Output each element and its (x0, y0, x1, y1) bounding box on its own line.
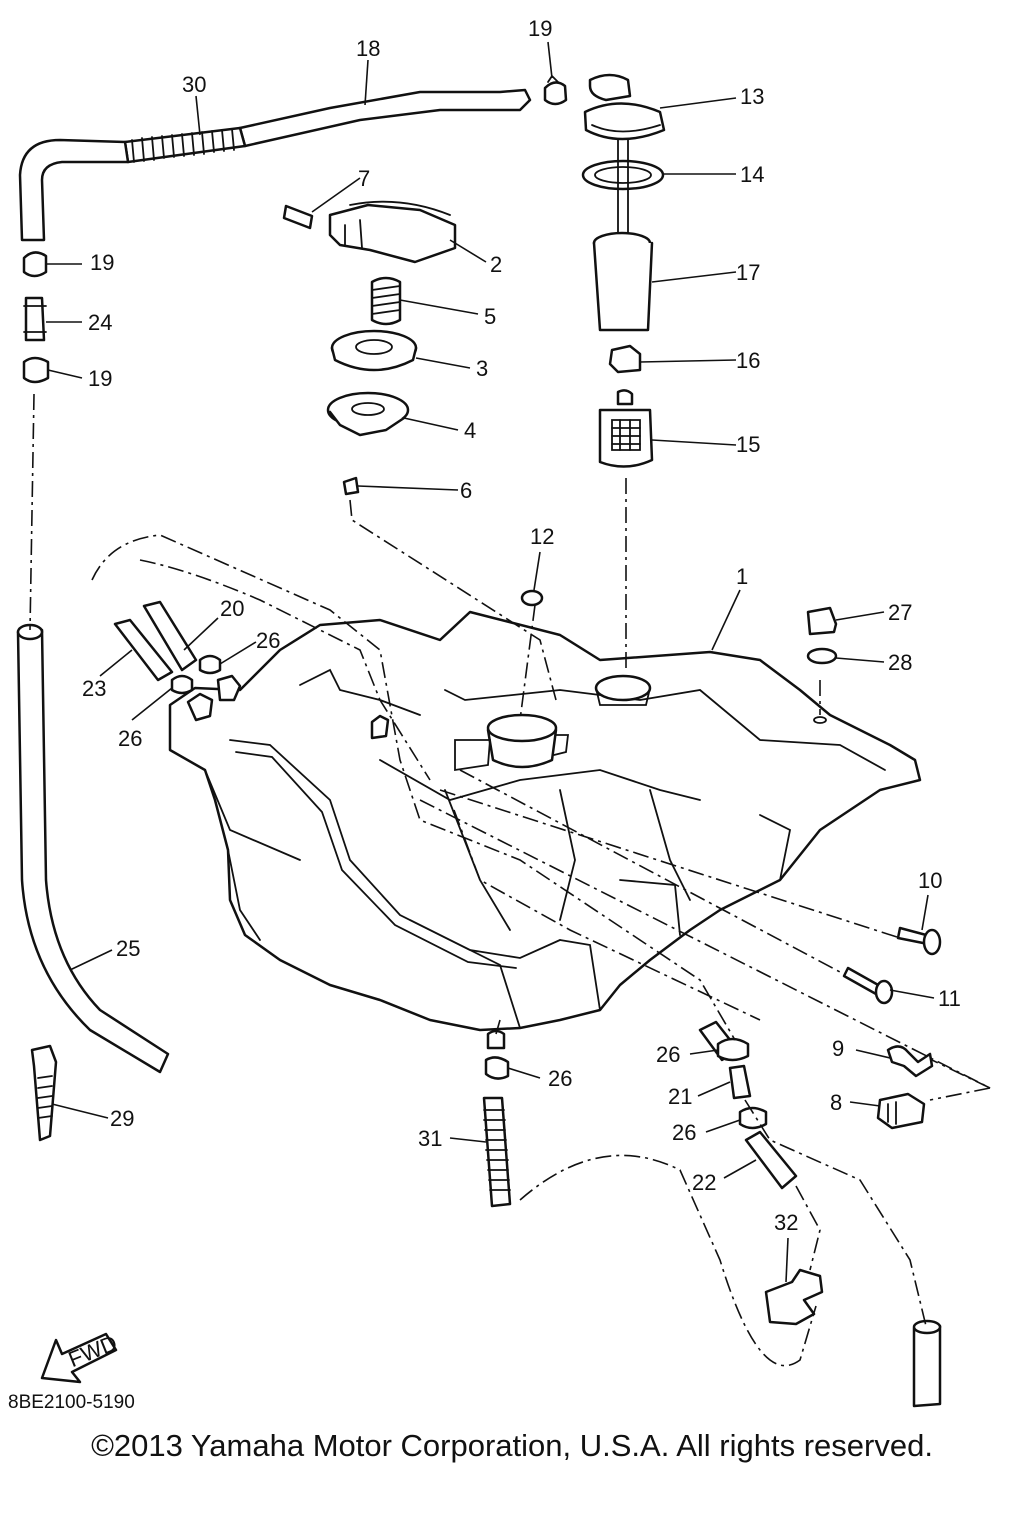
seat-3 (330, 329, 418, 372)
pump-tube (617, 139, 629, 241)
callout-3: 3 (476, 356, 488, 381)
callout-2: 2 (490, 252, 502, 277)
callout-31: 31 (418, 1126, 442, 1151)
grommet-12 (520, 589, 544, 607)
callout-17: 17 (736, 260, 760, 285)
clip-9 (886, 1045, 934, 1078)
assembly-lines (29, 393, 991, 1367)
copyright-notice: ©2013 Yamaha Motor Corporation, U.S.A. A… (91, 1428, 933, 1463)
drain-hose-25 (16, 623, 170, 1074)
clip-32 (764, 1268, 824, 1326)
clip-6 (342, 476, 360, 496)
plate-4 (326, 391, 410, 437)
hose-clamp-19-left-upper (22, 251, 48, 278)
callout-22: 22 (692, 1170, 716, 1195)
damper-8 (876, 1092, 926, 1130)
callout-14: 14 (740, 162, 764, 187)
callout-16: 16 (736, 348, 760, 373)
clamp-26-right-lower (738, 1106, 768, 1130)
callout-23: 23 (82, 676, 106, 701)
hose-22 (744, 1130, 798, 1190)
hose-clamp-19-left-lower (22, 356, 50, 384)
callout-25: 25 (116, 936, 140, 961)
vent-hose-18 (238, 88, 532, 148)
callout-12: 12 (530, 524, 554, 549)
callout-29: 29 (110, 1106, 134, 1131)
spring-5 (370, 276, 402, 326)
hose-end-right (912, 1319, 942, 1408)
hose-20 (142, 600, 198, 672)
hose-23 (113, 618, 174, 682)
callout-11: 11 (938, 986, 961, 1011)
callout-27: 27 (888, 600, 912, 625)
callout-10: 10 (918, 868, 942, 893)
callout-4: 4 (464, 418, 476, 443)
callout-labels: 1 2 3 4 5 6 7 8 9 10 11 12 13 14 15 16 1… (82, 16, 961, 1235)
corrugated-hose-31 (482, 1096, 512, 1208)
seal-14 (581, 159, 665, 191)
pump-cap-13 (583, 73, 666, 141)
callout-6: 6 (460, 478, 472, 503)
callout-19-upper: 19 (90, 250, 114, 275)
callout-20: 20 (220, 596, 244, 621)
joint-21 (728, 1064, 752, 1100)
callout-7: 7 (358, 166, 370, 191)
callout-19-lower: 19 (88, 366, 112, 391)
cable-tie-29 (30, 1044, 58, 1142)
callout-18: 18 (356, 36, 380, 61)
callout-8: 8 (830, 1090, 842, 1115)
fwd-label: FWD (65, 1330, 121, 1372)
bolt-10 (896, 926, 942, 956)
joint-24 (23, 296, 47, 342)
callout-26-right-upper: 26 (656, 1042, 680, 1067)
callout-24: 24 (88, 310, 112, 335)
callout-9: 9 (832, 1036, 844, 1061)
clamp-26-right-upper (716, 1037, 750, 1062)
callout-5: 5 (484, 304, 496, 329)
callout-30: 30 (182, 72, 206, 97)
callout-15: 15 (736, 432, 760, 457)
callout-1: 1 (736, 564, 748, 589)
callout-21: 21 (668, 1084, 692, 1109)
strainer-15 (598, 389, 654, 468)
leader-lines (46, 41, 935, 1283)
clamp-16 (608, 344, 642, 374)
corrugated-hose-30 (18, 126, 247, 242)
callout-13: 13 (740, 84, 764, 109)
fuel-tank (168, 610, 922, 1032)
pump-housing-17 (592, 231, 654, 332)
callout-26-center: 26 (548, 1066, 572, 1091)
callout-19-top: 19 (528, 16, 552, 41)
hose-clamp-19-top (543, 74, 568, 106)
clamp-26-left (170, 674, 194, 695)
callout-26-upper: 26 (256, 628, 280, 653)
washer-28 (806, 647, 838, 665)
callout-26-left: 26 (118, 726, 142, 751)
callout-26-right-lower: 26 (672, 1120, 696, 1145)
holder-2 (328, 200, 457, 264)
pin-7 (282, 204, 314, 230)
diagram-code: 8BE2100-5190 (8, 1392, 135, 1413)
cap-27 (806, 606, 838, 636)
clamp-26-upper (198, 654, 222, 675)
bolt-11 (842, 966, 894, 1005)
callout-28: 28 (888, 650, 912, 675)
clamp-26-center (484, 1029, 510, 1080)
callout-32: 32 (774, 1210, 798, 1235)
fwd-arrow-icon: FWD (40, 1330, 121, 1384)
